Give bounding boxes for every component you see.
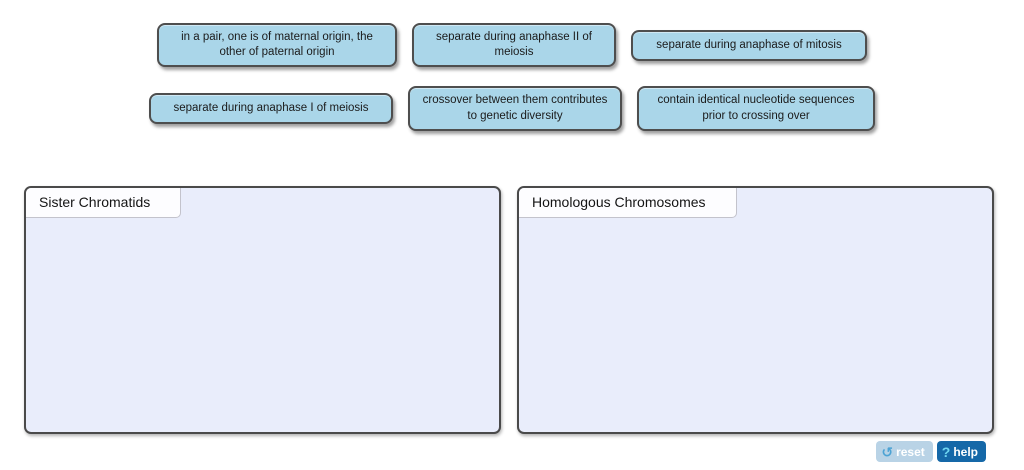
question-icon: ?: [941, 443, 951, 460]
draggable-chip-identical-sequences[interactable]: contain identical nucleotide sequences p…: [637, 86, 875, 131]
chip-row-2: separate during anaphase I of meiosis cr…: [149, 86, 875, 131]
reset-button-label: reset: [896, 444, 925, 459]
chip-row-1: in a pair, one is of maternal origin, th…: [157, 23, 867, 68]
dropzone-sister-chromatids[interactable]: Sister Chromatids: [24, 186, 501, 434]
reset-undo-icon: ↺: [881, 443, 894, 460]
dropzone-title-homologous-chromosomes: Homologous Chromosomes: [519, 188, 737, 218]
draggable-chip-anaphase-mitosis[interactable]: separate during anaphase of mitosis: [631, 29, 867, 61]
dropzone-title-sister-chromatids: Sister Chromatids: [26, 188, 182, 218]
help-button-label: help: [953, 444, 978, 459]
draggable-chip-anaphase-1-meiosis[interactable]: separate during anaphase I of meiosis: [149, 93, 393, 125]
toolbar: ↺ reset ? help: [876, 441, 986, 462]
dropzone-homologous-chromosomes[interactable]: Homologous Chromosomes: [517, 186, 994, 434]
draggable-chip-crossover-diversity[interactable]: crossover between them contributes to ge…: [408, 86, 622, 131]
chip-tray: in a pair, one is of maternal origin, th…: [0, 23, 1024, 131]
draggable-chip-anaphase-2-meiosis[interactable]: separate during anaphase II of meiosis: [412, 23, 616, 68]
reset-button[interactable]: ↺ reset: [876, 441, 933, 462]
draggable-chip-maternal-paternal[interactable]: in a pair, one is of maternal origin, th…: [157, 23, 397, 68]
help-button[interactable]: ? help: [936, 441, 986, 462]
